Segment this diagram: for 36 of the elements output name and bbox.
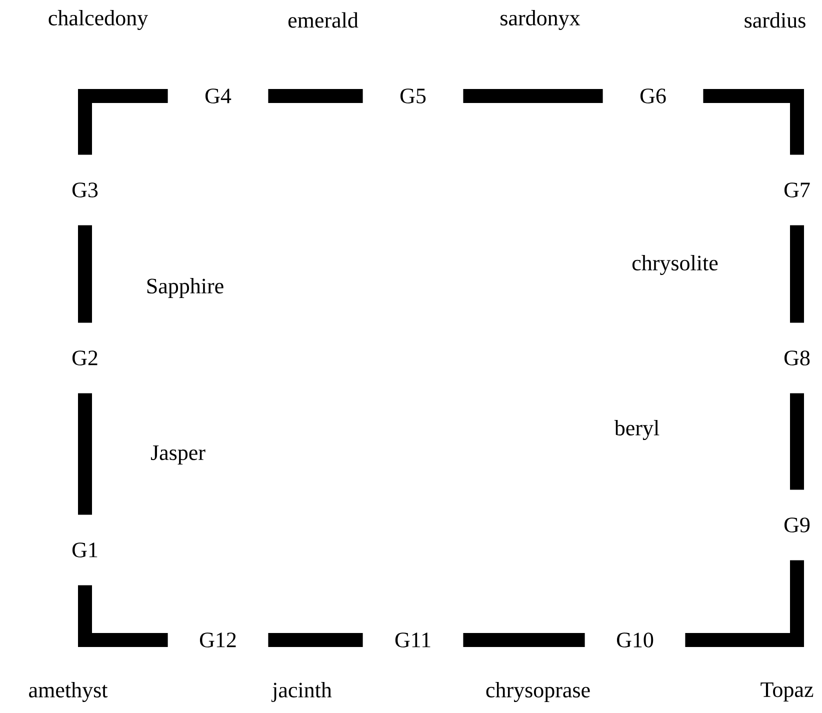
stone-label: sardonyx <box>500 10 580 30</box>
gate-label: G6 <box>640 88 666 104</box>
stone-label: sardius <box>744 12 806 28</box>
stone-label: Topaz <box>760 682 814 702</box>
wall-segment <box>78 89 168 155</box>
stone-label: jacinth <box>271 682 332 702</box>
wall-segment <box>790 393 804 490</box>
gate-label: G8 <box>784 350 810 366</box>
gate-label: G12 <box>200 632 236 648</box>
stone-label: Jasper <box>150 445 206 465</box>
stone-label: beryl <box>614 420 660 440</box>
stone-label: Sapphire <box>147 278 224 298</box>
wall-segment <box>78 585 168 647</box>
wall-segment <box>790 225 804 323</box>
gate-label: G7 <box>784 182 810 198</box>
gate-label: G10 <box>616 632 654 648</box>
gate-label: G1 <box>72 542 98 558</box>
wall-segment <box>463 633 585 647</box>
stone-label: emerald <box>288 12 358 28</box>
gate-label: G5 <box>400 88 426 104</box>
stone-label: chalcedony <box>48 10 148 30</box>
wall-segment <box>268 89 363 103</box>
gate-label: G4 <box>205 88 232 104</box>
gate-label: G3 <box>72 182 98 198</box>
gate-label: G11 <box>395 632 430 648</box>
stone-label: chrysoprase <box>486 682 590 702</box>
wall-segment <box>463 89 603 103</box>
wall-segment <box>78 393 92 515</box>
gate-label: G2 <box>72 350 98 366</box>
wall-segment <box>685 560 804 647</box>
stone-label: amethyst <box>29 682 108 702</box>
wall-segment <box>268 633 363 647</box>
stone-label: chrysolite <box>632 255 718 276</box>
wall-segment <box>78 225 92 323</box>
gate-label: G9 <box>784 518 810 532</box>
wall-segment <box>703 89 804 155</box>
